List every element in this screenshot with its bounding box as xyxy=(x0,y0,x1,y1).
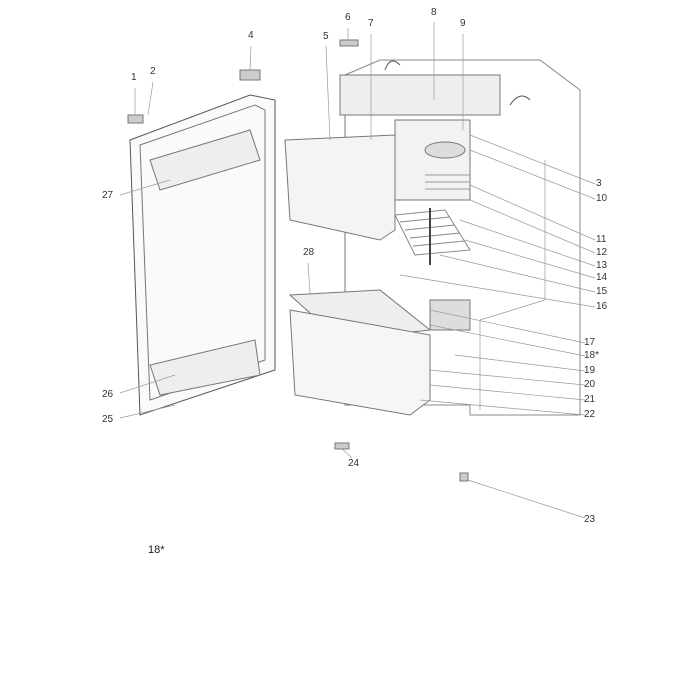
callout-23: 23 xyxy=(584,514,596,525)
callout-4: 4 xyxy=(248,30,254,41)
callout-19: 19 xyxy=(584,365,596,376)
footnote-label: 18* xyxy=(148,544,165,556)
callout-22: 22 xyxy=(584,409,596,420)
callout-24: 24 xyxy=(348,458,360,469)
evaporator xyxy=(394,119,471,201)
crisper xyxy=(288,289,432,416)
callout-13: 13 xyxy=(596,260,608,271)
callout-11: 11 xyxy=(596,234,607,245)
callout-2: 2 xyxy=(150,66,156,77)
callout-27: 27 xyxy=(102,190,114,201)
drip-tray xyxy=(284,134,396,241)
callout-10: 10 xyxy=(596,193,608,204)
bottom-hinge xyxy=(334,442,350,450)
callout-5: 5 xyxy=(323,31,329,42)
callout-6: 6 xyxy=(345,12,351,23)
callout-1: 1 xyxy=(131,72,137,83)
callout-3: 3 xyxy=(596,178,602,189)
callout-14: 14 xyxy=(596,272,608,283)
callout-21: 21 xyxy=(584,394,596,405)
leader-lines xyxy=(119,22,596,519)
callout-20: 20 xyxy=(584,379,596,390)
callout-7: 7 xyxy=(368,18,374,29)
hinge-pin xyxy=(339,39,359,47)
callout-12: 12 xyxy=(596,247,608,258)
callout-28: 28 xyxy=(303,247,315,258)
callout-18: 18* xyxy=(584,350,600,361)
callout-8: 8 xyxy=(431,7,437,18)
shelf xyxy=(394,208,471,265)
part-23 xyxy=(459,472,469,482)
callout-17: 17 xyxy=(584,337,596,348)
callout-26: 26 xyxy=(102,389,114,400)
callout-15: 15 xyxy=(596,286,608,297)
callout-16: 16 xyxy=(596,301,608,312)
callout-9: 9 xyxy=(460,18,466,29)
callout-25: 25 xyxy=(102,414,114,425)
door xyxy=(129,94,276,416)
hinge-part xyxy=(239,69,261,81)
latch-part xyxy=(127,114,144,124)
